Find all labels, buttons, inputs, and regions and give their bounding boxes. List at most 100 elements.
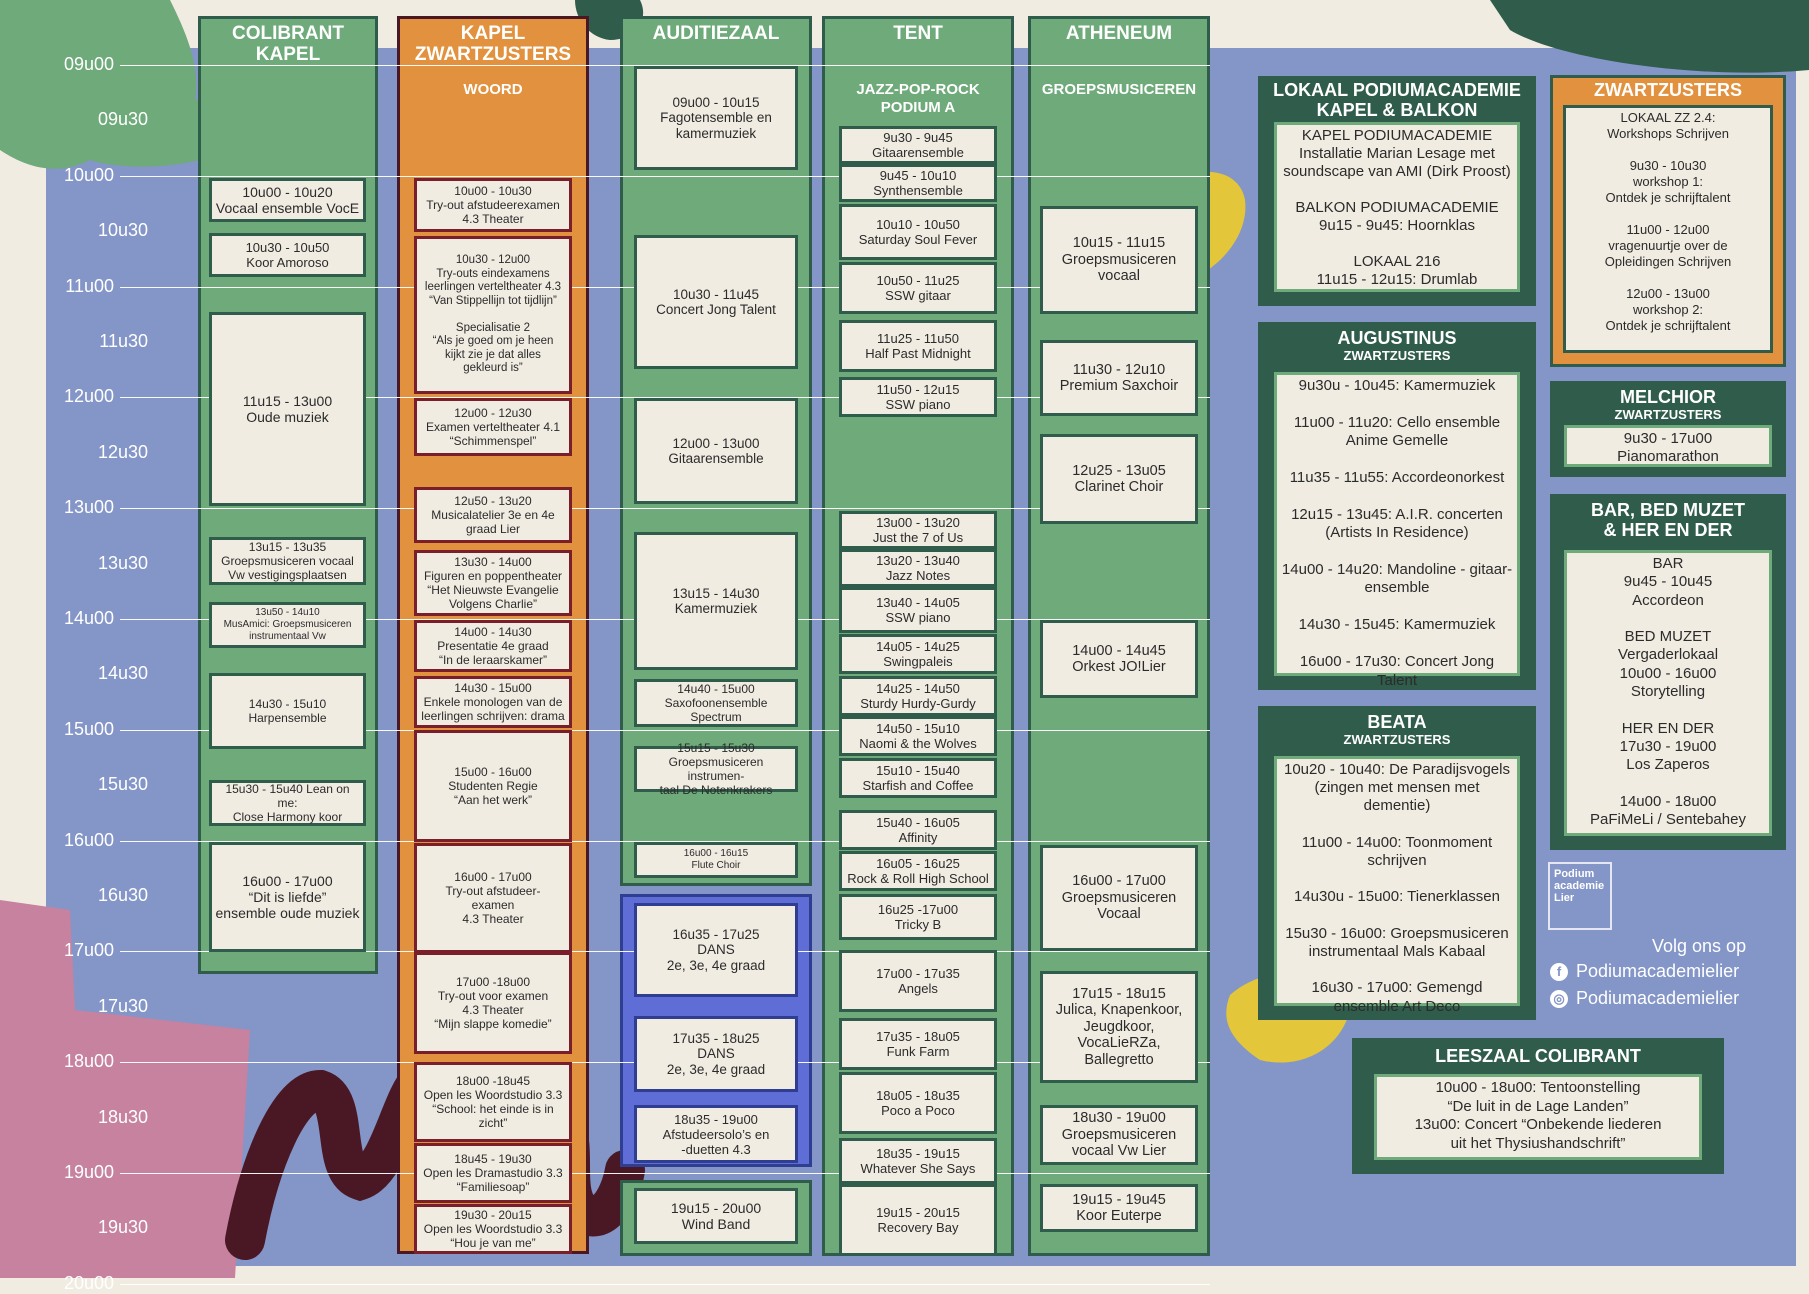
event-tent: 17u35 - 18u05 Funk Farm [839,1018,997,1070]
event-text: 13u40 - 14u05 SSW piano [876,595,960,625]
event-atheneum: 16u00 - 17u00 Groepsmusiceren Vocaal [1040,845,1198,951]
event-text: 17u15 - 18u15 Julica, Knapenkoor, Jeugdk… [1055,985,1183,1068]
event-atheneum: 12u25 - 13u05 Clarinet Choir [1040,434,1198,524]
event-text: 12u25 - 13u05 Clarinet Choir [1072,462,1166,496]
event-text: 13u50 - 14u10 MusAmici: Groepsmusiceren … [223,607,352,642]
panel-melchior: MELCHIOR ZWARTZUSTERS 9u30 - 17u00 Piano… [1550,381,1786,477]
time-label: 11u30 [99,331,148,351]
event-auditiezaal: 10u30 - 11u45 Concert Jong Talent [634,235,798,369]
time-label: 11u00 [65,275,114,296]
event-auditiezaal: 14u40 - 15u00 Saxofoonensemble Spectrum [634,679,798,727]
event-atheneum: 17u15 - 18u15 Julica, Knapenkoor, Jeugdk… [1040,971,1198,1083]
time-label: 12u00 [63,386,114,407]
event-colibrant: 13u15 - 13u35 Groepsmusiceren vocaal Vw … [209,537,366,585]
time-label: 20u00 [63,1272,114,1293]
event-colibrant: 16u00 - 17u00 “Dit is liefde” ensemble o… [209,842,366,952]
event-text: 14u50 - 15u10 Naomi & the Wolves [859,721,977,751]
event-kapel: 18u45 - 19u30 Open les Dramastudio 3.3 “… [414,1143,572,1203]
event-colibrant: 11u15 - 13u00 Oude muziek [209,312,366,506]
panel-body: 10u20 - 10u40: De Paradijsvogels (zingen… [1274,756,1520,1015]
event-auditiezaal: 09u00 - 10u15 Fagotensemble en kamermuzi… [634,66,798,170]
time-label: 19u00 [63,1162,114,1182]
panel-subtitle: ZWARTZUSTERS [1614,407,1722,422]
event-atheneum: 19u15 - 19u45 Koor Euterpe [1040,1184,1198,1232]
event-text: 10u50 - 11u25 SSW gitaar [876,273,960,303]
instagram-link[interactable]: ◎Podiumacademielier [1550,988,1739,1009]
event-text: 19u15 - 19u45 Koor Euterpe [1072,1191,1166,1225]
venue-title: KAPEL ZWARTZUSTERS [414,23,572,65]
panel-lokaal: LOKAAL PODIUMACADEMIE KAPEL & BALKON KAP… [1258,76,1536,306]
panel-zwartzusters: ZWARTZUSTERS LOKAAL ZZ 2.4: Workshops Sc… [1550,75,1786,367]
panel-bar: BAR, BED MUZET & HER EN DER BAR 9u45 - 1… [1550,494,1786,850]
event-auditiezaal: 19u15 - 20u00 Wind Band [634,1188,798,1244]
event-tent: 9u30 - 9u45 Gitaarensemble [839,126,997,164]
event-text: 15u00 - 16u00 Studenten Regie “Aan het w… [448,765,538,807]
panel-title: ZWARTZUSTERS [1594,80,1742,100]
time-label: 19u30 [97,1217,148,1238]
time-label: 14u00 [63,608,114,628]
event-text: 16u05 - 16u25 Rock & Roll High School [847,856,989,886]
event-kapel: 16u00 - 17u00 Try-out afstudeer- examen … [414,843,572,953]
event-kapel: 15u00 - 16u00 Studenten Regie “Aan het w… [414,730,572,842]
time-label: 17u30 [97,995,148,1016]
event-text: 10u10 - 10u50 Saturday Soul Fever [858,217,978,247]
event-tent: 18u35 - 19u15 Whatever She Says [839,1138,997,1184]
hour-line [120,175,1210,177]
event-text: 13u30 - 14u00 Figuren en poppentheater “… [423,555,563,611]
event-auditiezaal: 12u00 - 13u00 Gitaarensemble [634,398,798,504]
panel-body: 9u30u - 10u45: Kamermuziek 11u00 - 11u20… [1274,372,1520,689]
event-colibrant: 10u00 - 10u20 Vocaal ensemble VocE [209,178,366,222]
podiumacademie-logo: Podium academie Lier [1548,862,1612,930]
panel-title: AUGUSTINUS [1337,328,1457,348]
event-text: 16u35 - 17u25 DANS 2e, 3e, 4e graad [666,926,766,973]
event-auditiezaal: 13u15 - 14u30 Kamermuziek [634,532,798,670]
event-tent: 15u40 - 16u05 Affinity [839,810,997,850]
event-text: 10u00 - 10u30 Try-out afstudeerexamen 4.… [426,184,560,226]
hour-line [120,729,1210,731]
event-text: 16u00 - 16u15 Flute Choir [683,848,749,871]
hour-line [120,840,1210,842]
panel-body: 9u30 - 17u00 Pianomarathon [1564,425,1772,467]
event-text: 18u45 - 19u30 Open les Dramastudio 3.3 “… [423,1152,563,1194]
event-text: 16u00 - 17u00 “Dit is liefde” ensemble o… [215,873,360,921]
event-tent: 10u50 - 11u25 SSW gitaar [839,262,997,314]
event-auditiezaal: 16u35 - 17u25 DANS 2e, 3e, 4e graad [634,903,798,997]
event-colibrant: 10u30 - 10u50 Koor Amoroso [209,233,366,277]
event-atheneum: 18u30 - 19u00 Groepsmusiceren vocaal Vw … [1040,1105,1198,1165]
venue-title: COLIBRANT KAPEL [232,23,344,65]
panel-title: BAR, BED MUZET & HER EN DER [1591,500,1745,540]
event-tent: 11u50 - 12u15 SSW piano [839,377,997,417]
event-text: 19u15 - 20u15 Recovery Bay [876,1205,960,1235]
panel-title: BEATA [1367,712,1427,732]
event-text: 11u15 - 13u00 Oude muziek [242,393,333,425]
event-text: 16u25 -17u00 Tricky B [877,902,959,932]
event-kapel: 14u00 - 14u30 Presentatie 4e graad “In d… [414,620,572,672]
time-label: 16u00 [63,829,114,850]
time-label: 14u30 [97,663,148,684]
event-text: 13u15 - 13u35 Groepsmusiceren vocaal Vw … [221,540,354,582]
event-text: 11u30 - 12u10 Premium Saxchoir [1059,361,1179,395]
event-tent: 10u10 - 10u50 Saturday Soul Fever [839,204,997,260]
time-label: 12u30 [97,441,148,462]
hour-line [120,397,1210,399]
event-auditiezaal: 16u00 - 16u15 Flute Choir [634,842,798,878]
event-tent: 14u05 - 14u25 Swingpaleis [839,634,997,674]
event-tent: 16u25 -17u00 Tricky B [839,894,997,940]
event-text: 18u35 - 19u00 Afstudeersolo’s en -duette… [662,1111,770,1157]
event-text: 18u30 - 19u00 Groepsmusiceren vocaal Vw … [1061,1110,1177,1160]
event-tent: 11u25 - 11u50 Half Past Midnight [839,320,997,372]
event-text: 15u10 - 15u40 Starfish and Coffee [862,763,974,793]
event-text: 15u30 - 15u40 Lean on me: Close Harmony … [225,782,350,824]
event-atheneum: 10u15 - 11u15 Groepsmusiceren vocaal [1040,206,1198,314]
event-text: 14u00 - 14u45 Orkest JO!Lier [1072,642,1166,676]
event-tent: 13u00 - 13u20 Just the 7 of Us [839,511,997,549]
time-label: 18u30 [97,1106,148,1127]
event-text: 12u00 - 13u00 Gitaarensemble [668,435,764,467]
event-text: 17u35 - 18u05 Funk Farm [876,1029,960,1059]
event-auditiezaal: 18u35 - 19u00 Afstudeersolo’s en -duette… [634,1105,798,1163]
event-tent: 16u05 - 16u25 Rock & Roll High School [839,851,997,891]
event-kapel: 13u30 - 14u00 Figuren en poppentheater “… [414,550,572,616]
venue-subtitle: WOORD [463,81,523,98]
